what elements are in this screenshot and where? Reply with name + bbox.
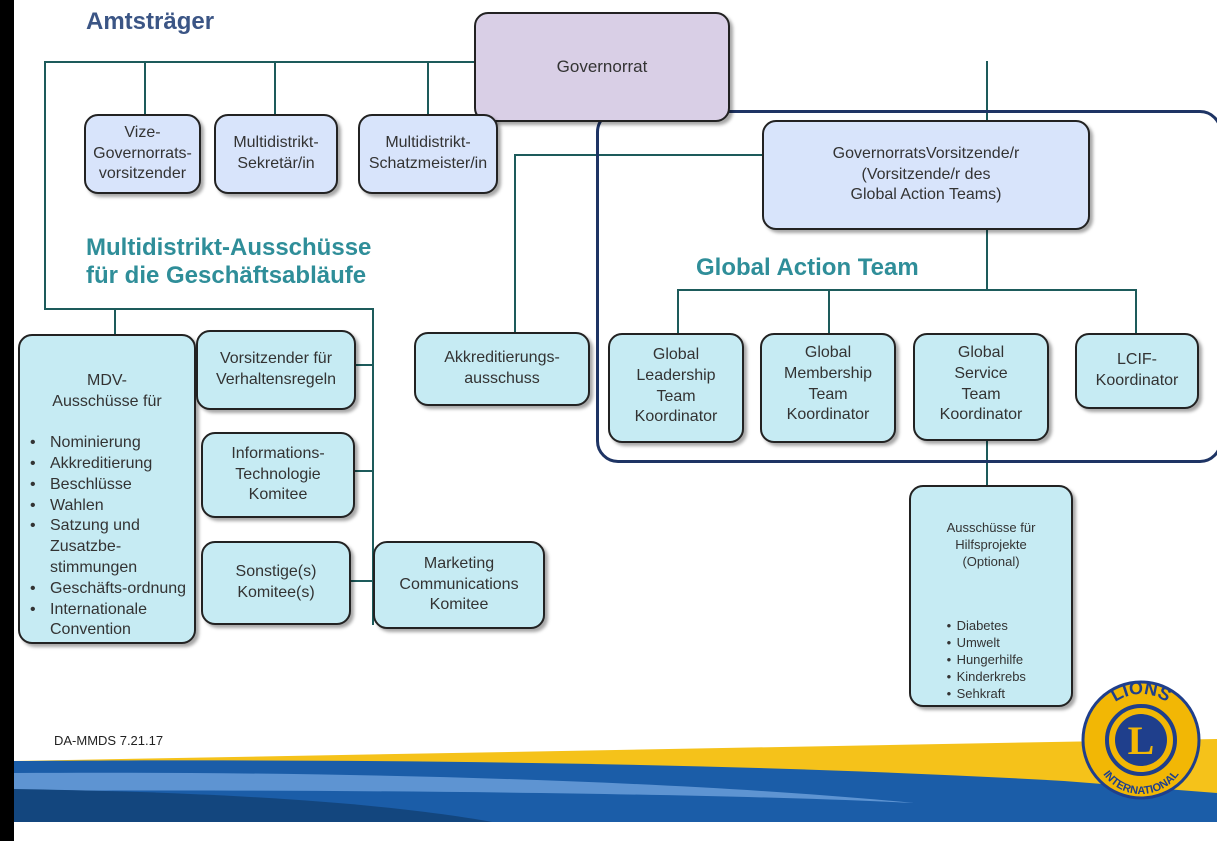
connector: [828, 289, 830, 333]
connector: [349, 580, 374, 582]
lions-logo: L LIONS INTERNATIONAL: [1081, 678, 1201, 800]
mdv-list-item: Nominierung: [26, 433, 188, 454]
mdv-list-item: Internationale Convention: [26, 600, 188, 642]
global-action-team-frame: [596, 110, 1217, 463]
connector: [986, 228, 988, 290]
connector: [514, 154, 764, 156]
connector: [372, 308, 374, 625]
connector: [986, 440, 988, 486]
other-committees-box: Sonstige(s) Komitee(s): [201, 541, 351, 625]
connector: [44, 61, 478, 63]
mdv-list-item: Geschäfts-ordnung: [26, 579, 188, 600]
vice-chair-box: Vize- Governorrats- vorsitzender: [84, 114, 201, 194]
code-of-conduct-box: Vorsitzender für Verhaltensregeln: [196, 330, 356, 410]
connector: [677, 289, 679, 333]
gat-service-box: Global Service Team Koordinator: [913, 333, 1049, 441]
connector: [114, 308, 116, 334]
marketing-committee-box: Marketing Communications Komitee: [373, 541, 545, 629]
service-title: Ausschüsse für Hilfsprojekte (Optional): [946, 519, 1036, 569]
heading-committees-line2: für die Geschäftsabläufe: [86, 261, 367, 289]
connector: [354, 364, 374, 366]
mdv-list-item: Beschlüsse: [26, 475, 188, 496]
service-committees-content: Ausschüsse für Hilfsprojekte (Optional) …: [947, 503, 1036, 720]
service-list-item: Kinderkrebs: [947, 669, 1036, 686]
service-list-item: Diabetes: [947, 618, 1036, 635]
heading-officers: Amtsträger: [86, 8, 215, 35]
footer-code: DA-MMDS 7.21.17: [54, 733, 164, 748]
secretary-box: Multidistrikt- Sekretär/in: [214, 114, 338, 194]
council-chair-box: GovernorratsVorsitzende/r (Vorsitzende/r…: [762, 120, 1090, 230]
connector: [354, 470, 374, 472]
connector: [274, 61, 276, 115]
footer-white-band: [14, 822, 1217, 841]
connector: [514, 154, 516, 332]
connector: [427, 61, 429, 115]
service-committees-box: Ausschüsse für Hilfsprojekte (Optional) …: [909, 485, 1073, 707]
service-list-item: Hungerhilfe: [947, 652, 1036, 669]
mdv-list-item: Satzung und Zusatzbe-stimmungen: [26, 516, 188, 578]
heading-committees: Multidistrikt-Ausschüsse für die Geschäf…: [86, 234, 371, 289]
slide: Amtsträger Multidistrikt-Ausschüsse für …: [14, 0, 1217, 841]
service-list-item: Sehkraft: [947, 686, 1036, 703]
mdv-list-item: Akkreditierung: [26, 454, 188, 475]
lions-logo-letter: L: [1128, 718, 1155, 763]
service-list: DiabetesUmweltHungerhilfeKinderkrebsSehk…: [947, 618, 1036, 702]
lions-logo-center: [1115, 714, 1167, 766]
mdv-committees-box: MDV- Ausschüsse für NominierungAkkrediti…: [18, 334, 196, 644]
mdv-title: MDV- Ausschüsse für: [52, 371, 162, 410]
mdv-list: NominierungAkkreditierungBeschlüsseWahle…: [26, 433, 188, 641]
governorrat-box: Governorrat: [474, 12, 730, 122]
connector: [44, 61, 46, 309]
gat-membership-box: Global Membership Team Koordinator: [760, 333, 896, 443]
treasurer-box: Multidistrikt- Schatzmeister/in: [358, 114, 498, 194]
heading-global-action-team: Global Action Team: [696, 254, 919, 281]
connector: [44, 308, 374, 310]
gat-leadership-box: Global Leadership Team Koordinator: [608, 333, 744, 443]
connector: [144, 61, 146, 115]
service-list-item: Umwelt: [947, 635, 1036, 652]
mdv-committees-content: MDV- Ausschüsse für NominierungAkkrediti…: [26, 350, 188, 662]
connector: [677, 289, 1137, 291]
connector: [1135, 289, 1137, 333]
accreditation-committee-box: Akkreditierungs- ausschuss: [414, 332, 590, 406]
connector: [986, 61, 988, 121]
mdv-list-item: Wahlen: [26, 496, 188, 517]
heading-committees-line1: Multidistrikt-Ausschüsse: [86, 234, 372, 261]
lcif-box: LCIF- Koordinator: [1075, 333, 1199, 409]
it-committee-box: Informations- Technologie Komitee: [201, 432, 355, 518]
